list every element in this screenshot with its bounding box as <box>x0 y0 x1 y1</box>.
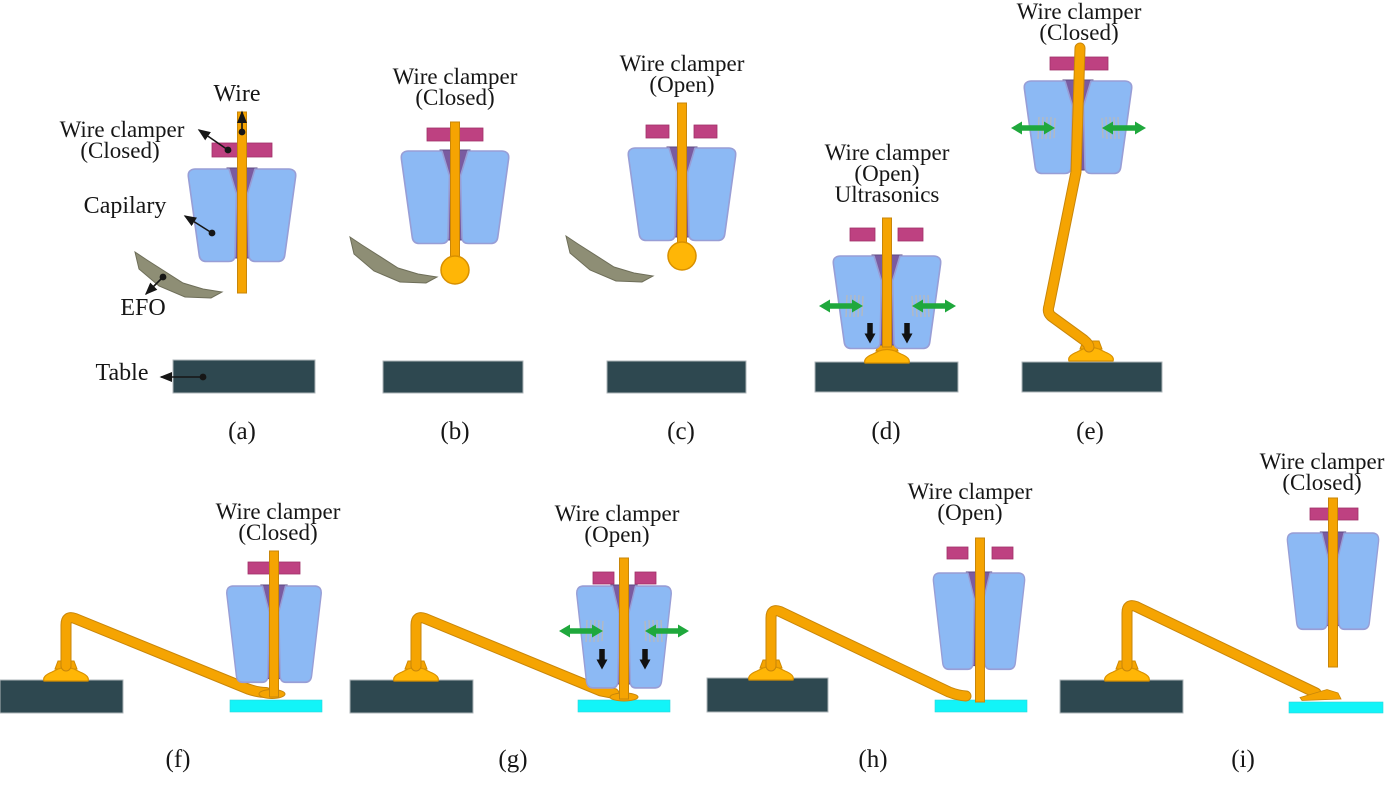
wire <box>619 557 629 700</box>
clamper-state-d: (Open) <box>854 161 920 186</box>
wire <box>975 537 985 703</box>
callout-leader-lines <box>144 110 247 382</box>
wire-loop <box>411 613 619 698</box>
panel-f-graphic <box>0 550 323 714</box>
wire-loop <box>766 606 971 701</box>
wire-clamper-open-left <box>592 571 615 585</box>
caption-a: (a) <box>228 418 256 445</box>
wire-clamper-open-left <box>946 546 969 560</box>
caption-e: (e) <box>1076 418 1104 445</box>
table <box>814 361 959 393</box>
clamper-state-b: (Closed) <box>415 85 495 110</box>
clamper-label-d: Wire clamper <box>824 140 950 165</box>
clamper-state-g: (Open) <box>584 522 650 547</box>
wire <box>237 111 247 294</box>
caption-d: (d) <box>871 418 901 445</box>
wire-loop <box>1122 601 1321 698</box>
wire-clamper-open-left <box>645 124 670 139</box>
clamper-state-a: (Closed) <box>80 138 160 163</box>
panel-d-graphic <box>814 217 959 393</box>
clamper-label-h: Wire clamper <box>907 479 1033 504</box>
caption-i: (i) <box>1231 746 1255 773</box>
panel-i-graphic <box>1059 497 1384 714</box>
stitch-bond-tail <box>1299 689 1342 701</box>
clamper-label-b: Wire clamper <box>392 64 518 89</box>
wire-label: Wire <box>213 81 261 107</box>
wire-clamper-open-right <box>991 546 1014 560</box>
wire-clamper-open-right <box>897 227 924 242</box>
substrate-pad <box>1288 701 1384 714</box>
clamper-label-g: Wire clamper <box>554 501 680 526</box>
clamper-label-f: Wire clamper <box>215 499 341 524</box>
wire-clamper-open-right <box>634 571 657 585</box>
table <box>349 679 474 714</box>
clamper-label-i: Wire clamper <box>1259 449 1385 474</box>
efo-electrode <box>565 235 654 283</box>
efo-label: EFO <box>120 295 166 321</box>
panel-e-graphic <box>1011 42 1163 393</box>
clamper-label-e: Wire clamper <box>1016 0 1142 24</box>
caption-c: (c) <box>667 418 695 445</box>
clamper-state-f: (Closed) <box>238 520 318 545</box>
wire <box>450 121 460 259</box>
clamper-label-c: Wire clamper <box>619 51 745 76</box>
free-air-ball <box>667 241 697 271</box>
table <box>706 677 829 713</box>
substrate-pad <box>229 699 323 713</box>
ultrasonics-label: Ultrasonics <box>834 182 940 207</box>
panel-c-graphic <box>565 102 747 394</box>
panel-g-graphic <box>349 557 689 714</box>
panel-a-graphic <box>134 110 316 394</box>
capillary-leader <box>183 215 216 237</box>
table <box>0 679 124 714</box>
wire <box>677 102 687 244</box>
clamper-leader <box>197 129 232 154</box>
efo-leader <box>144 273 167 296</box>
substrate-pad <box>577 699 671 713</box>
caption-h: (h) <box>858 746 888 773</box>
wire-clamper-open-left <box>849 227 876 242</box>
table-label: Table <box>95 360 149 386</box>
caption-g: (g) <box>498 746 528 773</box>
clamper-state-h: (Open) <box>937 500 1003 525</box>
panel-b-graphic <box>349 121 524 394</box>
wire <box>882 217 892 348</box>
capillary-label: Capilary <box>83 193 167 219</box>
free-air-ball <box>440 255 470 285</box>
caption-f: (f) <box>165 746 191 773</box>
clamper-state-e: (Closed) <box>1039 20 1119 45</box>
table <box>1021 361 1163 393</box>
table <box>382 360 524 394</box>
clamper-state-i: (Closed) <box>1282 470 1362 495</box>
panel-h-graphic <box>706 537 1028 713</box>
caption-b: (b) <box>440 418 470 445</box>
table <box>606 360 747 394</box>
wire <box>1043 43 1094 352</box>
table <box>1059 679 1184 714</box>
clamper-label-a: Wire clamper <box>59 117 185 142</box>
wire-clamper-open-right <box>693 124 718 139</box>
wire-tail <box>1328 497 1338 668</box>
clamper-state-c: (Open) <box>649 72 715 97</box>
wire <box>269 550 279 698</box>
